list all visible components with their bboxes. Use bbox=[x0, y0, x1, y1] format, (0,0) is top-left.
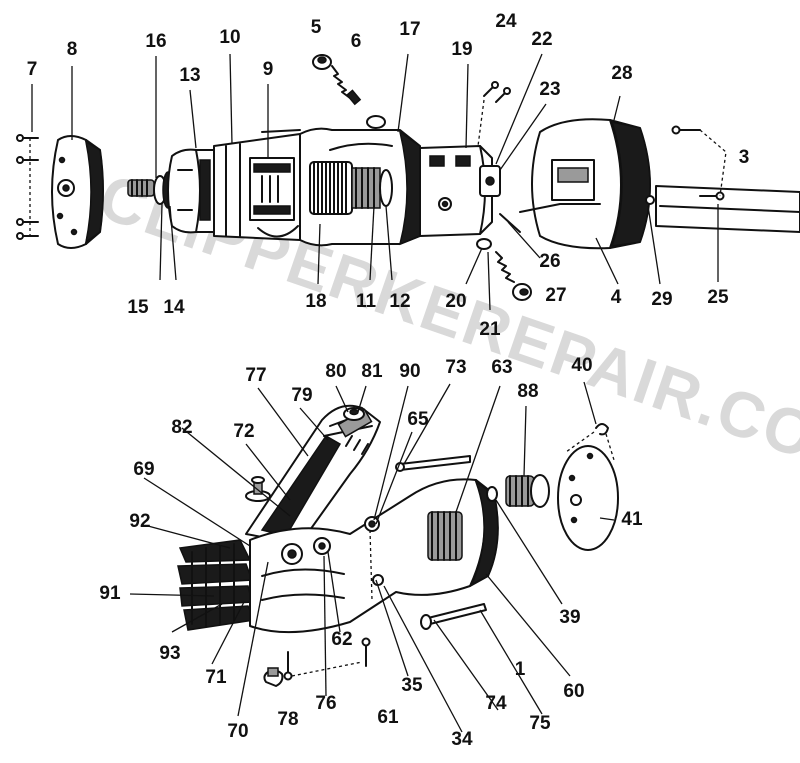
label-78: 78 bbox=[277, 709, 298, 730]
label-22: 22 bbox=[531, 29, 552, 50]
knob-39-88 bbox=[486, 474, 550, 508]
label-75: 75 bbox=[529, 713, 551, 734]
label-17: 17 bbox=[399, 19, 420, 40]
cover-plate-40-41 bbox=[557, 423, 619, 551]
label-9: 9 bbox=[263, 59, 274, 80]
long-screw-74-75 bbox=[420, 603, 487, 630]
screws-7 bbox=[16, 134, 39, 240]
label-12: 12 bbox=[389, 291, 410, 312]
brush-cap-5-6 bbox=[312, 54, 386, 129]
label-92: 92 bbox=[129, 511, 150, 532]
label-8: 8 bbox=[67, 39, 78, 60]
label-7: 7 bbox=[27, 59, 38, 80]
motor-assembly bbox=[16, 54, 800, 301]
label-71: 71 bbox=[205, 667, 227, 688]
eccentric-62-76 bbox=[281, 516, 380, 565]
label-18: 18 bbox=[305, 291, 326, 312]
gear-housing-1-60-63 bbox=[249, 478, 499, 634]
end-bell-13 bbox=[167, 148, 215, 234]
tension-arm-72-77-79 bbox=[245, 404, 381, 545]
label-65: 65 bbox=[407, 409, 429, 430]
label-5: 5 bbox=[311, 17, 322, 38]
label-34: 34 bbox=[451, 729, 473, 750]
brush-cap-20-21-27 bbox=[476, 238, 532, 301]
motor-field-9-10 bbox=[213, 129, 301, 241]
label-13: 13 bbox=[179, 65, 200, 86]
label-10: 10 bbox=[219, 27, 240, 48]
label-39: 39 bbox=[559, 607, 580, 628]
label-19: 19 bbox=[451, 39, 472, 60]
label-41: 41 bbox=[621, 509, 643, 530]
label-72: 72 bbox=[233, 421, 254, 442]
label-80: 80 bbox=[325, 361, 346, 382]
label-60: 60 bbox=[563, 681, 584, 702]
label-23: 23 bbox=[539, 79, 560, 100]
label-27: 27 bbox=[545, 285, 566, 306]
label-88: 88 bbox=[517, 381, 538, 402]
label-1: 1 bbox=[515, 659, 526, 680]
cutter-head-assembly bbox=[177, 404, 619, 687]
label-70: 70 bbox=[227, 721, 248, 742]
label-14: 14 bbox=[163, 297, 185, 318]
label-73: 73 bbox=[445, 357, 466, 378]
comb-teeth-91-93 bbox=[177, 539, 256, 631]
screws-61-78 bbox=[263, 637, 371, 687]
label-62: 62 bbox=[331, 629, 352, 650]
label-24: 24 bbox=[495, 11, 517, 32]
brush-holder-19-23 bbox=[419, 145, 501, 237]
label-91: 91 bbox=[99, 583, 121, 604]
outer-housing-4-28-29 bbox=[519, 118, 655, 250]
label-3: 3 bbox=[739, 147, 750, 168]
label-76: 76 bbox=[315, 693, 336, 714]
label-11: 11 bbox=[356, 291, 377, 312]
armature-11-12-17 bbox=[299, 127, 421, 247]
label-28: 28 bbox=[611, 63, 632, 84]
label-69: 69 bbox=[133, 459, 154, 480]
label-79: 79 bbox=[291, 385, 312, 406]
label-25: 25 bbox=[707, 287, 729, 308]
label-63: 63 bbox=[491, 357, 512, 378]
end-cover-plate-8 bbox=[51, 135, 104, 249]
label-90: 90 bbox=[399, 361, 420, 382]
label-82: 82 bbox=[171, 417, 192, 438]
label-20: 20 bbox=[445, 291, 466, 312]
label-29: 29 bbox=[651, 289, 672, 310]
leader-lines bbox=[31, 53, 719, 733]
screws-24 bbox=[477, 81, 511, 147]
screws-3 bbox=[671, 125, 727, 201]
label-77: 77 bbox=[245, 365, 266, 386]
label-21: 21 bbox=[479, 319, 501, 340]
label-93: 93 bbox=[159, 643, 180, 664]
part-number-labels: 7 8 16 13 10 9 5 6 17 19 24 22 23 28 3 1… bbox=[27, 11, 750, 750]
label-40: 40 bbox=[571, 355, 592, 376]
label-4: 4 bbox=[611, 287, 622, 308]
label-15: 15 bbox=[127, 297, 149, 318]
label-74: 74 bbox=[485, 693, 507, 714]
label-35: 35 bbox=[401, 675, 423, 696]
label-26: 26 bbox=[539, 251, 560, 272]
label-16: 16 bbox=[145, 31, 166, 52]
label-61: 61 bbox=[377, 707, 399, 728]
label-6: 6 bbox=[351, 31, 362, 52]
label-81: 81 bbox=[361, 361, 383, 382]
knurled-screw-82 bbox=[245, 476, 271, 502]
pin-73 bbox=[395, 455, 471, 472]
link-26 bbox=[499, 213, 521, 233]
cord-tube-25 bbox=[655, 185, 800, 233]
